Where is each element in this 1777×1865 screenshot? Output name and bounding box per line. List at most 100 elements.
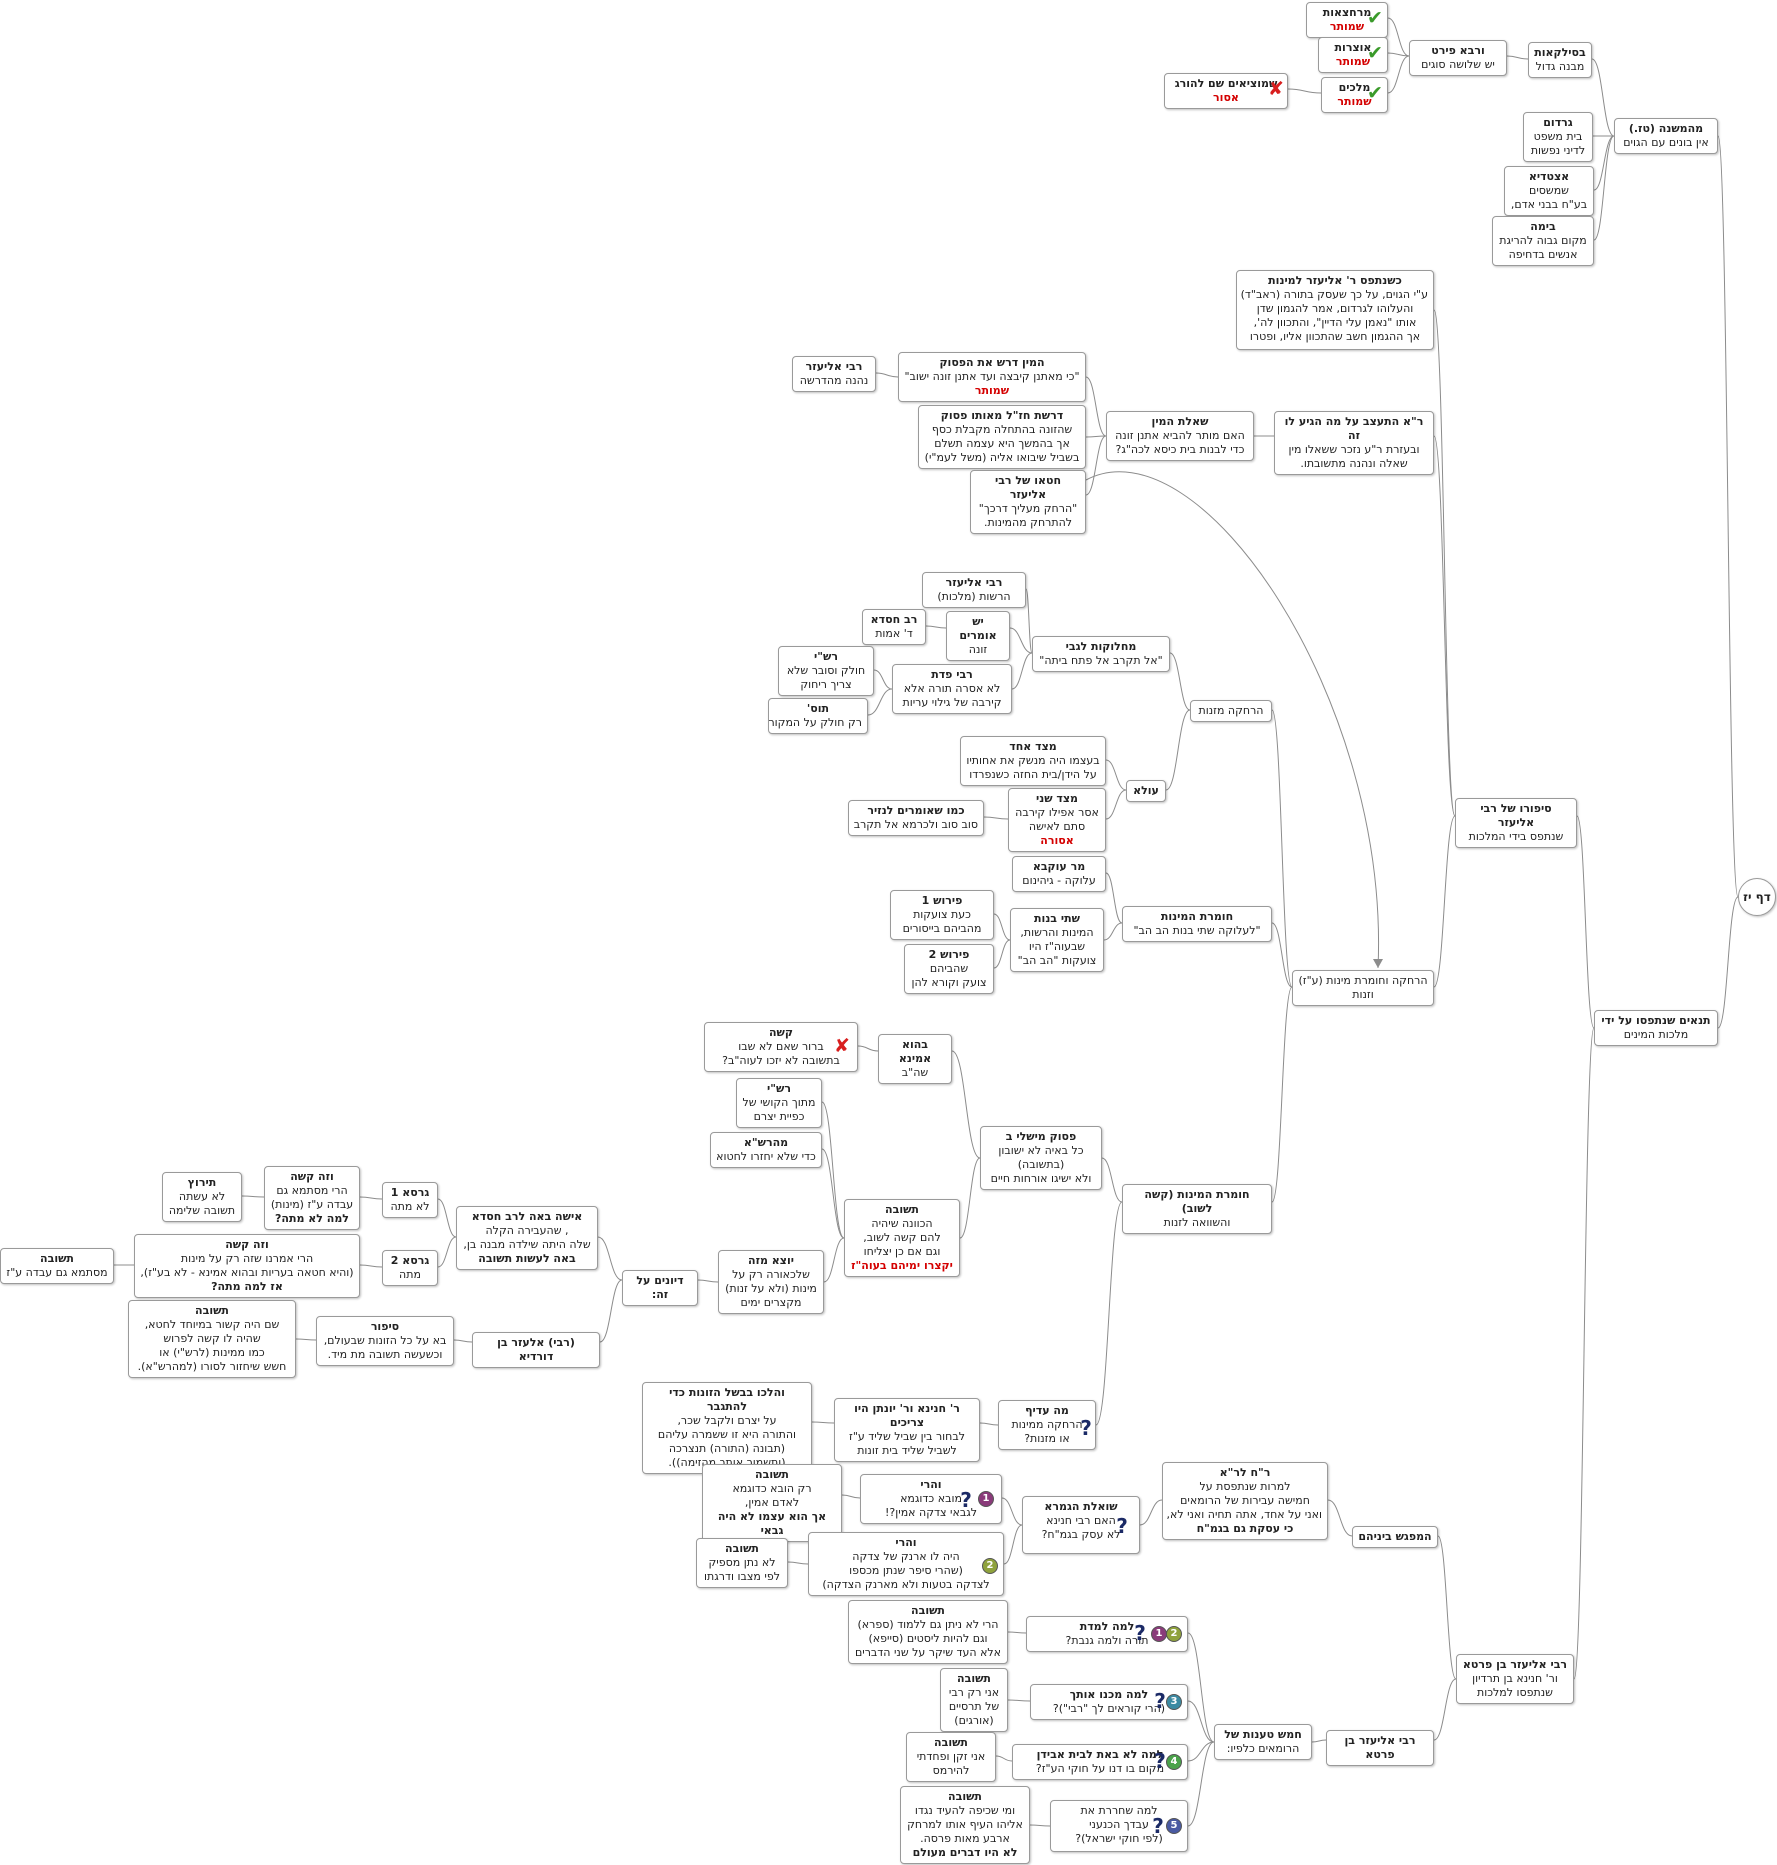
node-line: מובא כדוגמא — [900, 1492, 962, 1505]
node-machloket[interactable]: מחלוקות לגבי"אל תקרב אל פתח ביתה" — [1032, 636, 1170, 672]
connector-diyunim-elazarDordia — [599, 1279, 623, 1343]
node-title: בסילקאות — [1534, 46, 1586, 59]
node-title: דיונים על זה: — [636, 1274, 684, 1301]
node-line: כדי שלא יחזרו לחטוא — [716, 1150, 816, 1163]
node-chumratHaminut[interactable]: חומרת המינות"לעלוקה שתי בנות הב הב" — [1122, 906, 1272, 942]
node-hamifgash[interactable]: המפגש ביניהם — [1352, 1526, 1438, 1548]
node-title: עולא — [1133, 784, 1159, 797]
node-harchakaMizenut[interactable]: הרחקה מזנות — [1190, 700, 1272, 722]
node-diyunim[interactable]: דיונים על זה: — [622, 1270, 698, 1306]
node-title: וזה קשה — [290, 1170, 334, 1183]
connector-vrava-melachim — [1387, 55, 1410, 94]
node-mishna[interactable]: מהמשנה (טז.)אין בונים עם הגוים — [1614, 118, 1718, 154]
node-elazarDordia[interactable]: (רבי) אלעזר בן דורדיא — [472, 1332, 600, 1368]
node-title: מלכים — [1338, 81, 1371, 94]
connector-sheelatHamin-drashatChazal — [1085, 435, 1107, 438]
node-verdict: אסורה — [1040, 834, 1074, 847]
node-lamaMechanu[interactable]: למה מכנו אותך(הרי קוראים לך "רבי")? — [1030, 1684, 1188, 1720]
node-harchakaVechumra[interactable]: הרחקה וחומרת מינות (ע"ז)וזנות — [1292, 970, 1434, 1006]
connector-center-tannaim — [1717, 896, 1739, 1029]
number-2-icon: 2 — [1166, 1626, 1182, 1642]
node-line: שבעוה"ז היו — [1028, 940, 1086, 953]
node-raEliezerPerata[interactable]: רבי אליעזר בן פרטא — [1326, 1730, 1434, 1766]
node-center[interactable]: דף יז — [1738, 878, 1776, 916]
node-line: ברור שאם לא שבו — [738, 1040, 824, 1053]
node-title: רבי אליעזר בן פרטא — [1462, 1658, 1568, 1671]
node-ula[interactable]: עולא — [1126, 780, 1166, 802]
check-icon: ✔ — [1367, 7, 1383, 29]
node-tos[interactable]: תוס'רק חולק על המקור — [768, 698, 868, 734]
node-line: או מזנות? — [1024, 1432, 1070, 1445]
check-icon: ✔ — [1367, 42, 1383, 64]
node-title: תנאים שנתפסו על ידי — [1601, 1014, 1711, 1027]
node-title: והרי — [895, 1536, 917, 1549]
node-verdict: אסור — [1213, 91, 1239, 104]
node-title: ר' חנינא ור' יונתן היו צריכים — [854, 1402, 960, 1429]
node-chomratHaminut2[interactable]: חומרת המינות (קשה לשוב)והשוואה לזנות — [1122, 1184, 1272, 1234]
question-mark-icon: ? — [960, 1488, 972, 1512]
node-chetao[interactable]: חטאו של רבי אליעזר"הרחק מעליך דרכך"להתרח… — [970, 470, 1086, 534]
node-haminDarash[interactable]: המין דרש את הפסוק"כי מאתנן קיבצה ועד אתנ… — [898, 352, 1086, 402]
